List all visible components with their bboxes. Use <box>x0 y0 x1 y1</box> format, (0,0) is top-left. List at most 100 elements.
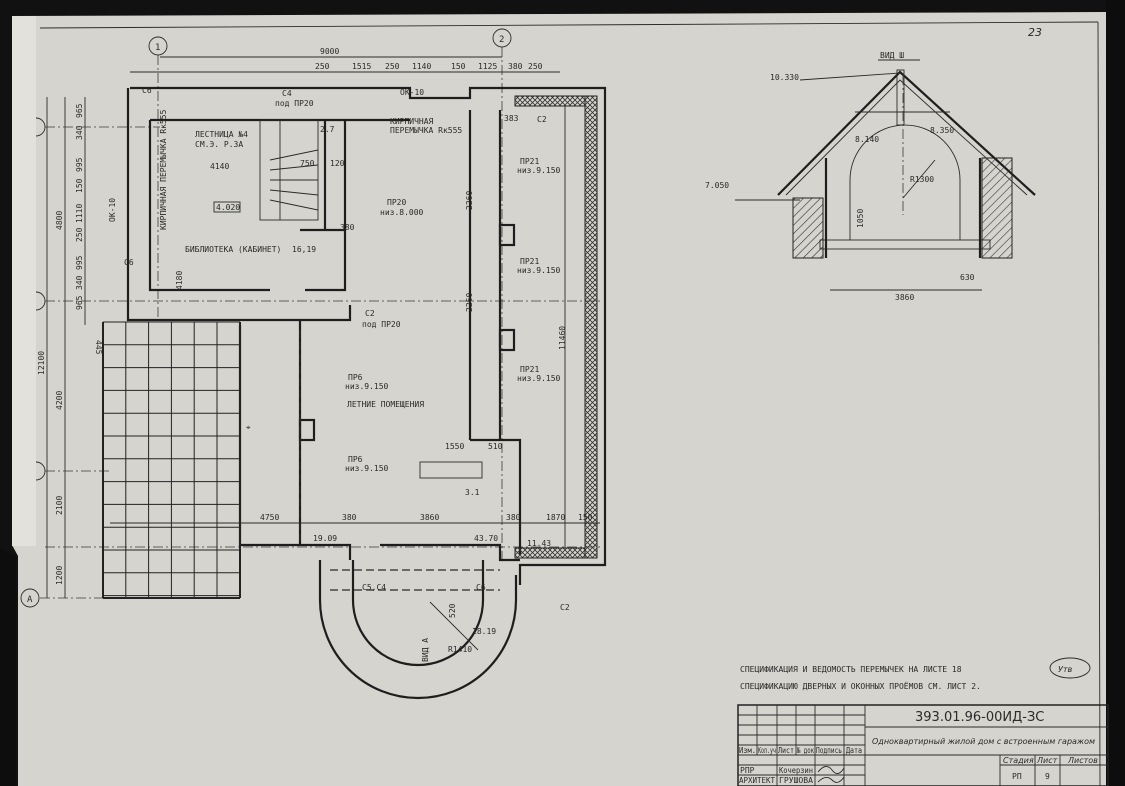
plan-labels: С6 С4 под ПР20 ОК-10 КИРПИЧНАЯ ПЕРЕМЫЧКА… <box>108 86 600 662</box>
label-c2: С2 <box>365 309 375 318</box>
stage-label: Стадия <box>1003 756 1034 765</box>
label-ok10-side: ОК-10 <box>108 198 117 222</box>
dim-total: 4200 <box>55 391 64 410</box>
dim-11460: 11460 <box>558 326 567 350</box>
area-label: 19.09 <box>313 534 337 543</box>
dim-total: 2100 <box>55 496 64 515</box>
label-radius: R1410 <box>448 645 472 654</box>
dim-520: 520 <box>448 603 457 618</box>
label-c6: С6 <box>124 258 134 267</box>
left-dims: 965 340 995 150 1110 250 995 340 965 445… <box>37 103 103 585</box>
area-label: 2.7 <box>320 125 335 134</box>
label-pr21: ПР21 <box>520 257 539 266</box>
label-pr21-level: низ.9.150 <box>517 266 561 275</box>
axis-markers: 1 2 А <box>20 28 600 608</box>
dim-left: 1110 <box>75 204 84 223</box>
paper-fold <box>12 16 36 546</box>
dim-2260: 2260 <box>465 191 474 210</box>
label-under-pr20: под ПР20 <box>275 99 314 108</box>
dormer-level: 8.140 <box>855 135 879 144</box>
label-brick-lintel: КИРПИЧНАЯ <box>390 117 434 126</box>
dim-left: 965 <box>75 103 84 118</box>
column-header: № док <box>796 746 814 755</box>
dormer-width: 3860 <box>895 293 914 302</box>
dim-total: 1200 <box>55 566 64 585</box>
label-brick-lintel: ПЕРЕМЫЧКА Rк555 <box>390 126 462 135</box>
row-name: Кочерзин <box>779 766 813 775</box>
label-c6: С6 <box>476 583 486 592</box>
drawing-code: 393.01.96-00ИД-ЗС <box>915 710 1044 725</box>
label-c2-sub: под ПР20 <box>362 320 401 329</box>
dim-380: 380 <box>506 513 521 522</box>
dim-total: 4800 <box>55 211 64 230</box>
dim-4140: 4140 <box>210 162 229 171</box>
label-c2: С2 <box>560 603 570 612</box>
label-c5-c4: С5,С4 <box>362 583 386 592</box>
column-header: Изм. <box>739 746 756 755</box>
dim-left: 445 <box>94 340 103 355</box>
dim-top: 250 <box>385 62 400 71</box>
dim-top: 380 <box>508 62 523 71</box>
dormer-radius: R1300 <box>910 175 934 184</box>
row-role: АРХИТЕКТ <box>739 776 775 785</box>
title-block: Изм. Кол.уч Лист № док Подпись Дата РПР … <box>737 704 1109 786</box>
dim-left: 250 <box>75 227 84 242</box>
dormer-offset: 630 <box>960 273 975 282</box>
dim-left: 150 <box>75 178 84 193</box>
sheet-label: Лист <box>1036 756 1058 765</box>
paper <box>12 12 1112 786</box>
dim-top: 150 <box>451 62 466 71</box>
label-summer-rooms: ЛЕТНИЕ ПОМЕЩЕНИЯ <box>347 400 424 409</box>
sheet-value: 9 <box>1045 772 1050 781</box>
sheets-label: Листов <box>1067 756 1098 765</box>
dormer-level: 10.330 <box>770 73 799 82</box>
note-line: СПЕЦИФИКАЦИЮ ДВЕРНЫХ И ОКОННЫХ ПРОЁМОВ С… <box>740 681 981 691</box>
label-stair-ref: СМ.Э. Р.ЗА <box>195 140 243 149</box>
library-area: 16,19 <box>292 245 316 254</box>
area-label: 43.70 <box>474 534 498 543</box>
dim-150: 150 <box>578 513 593 522</box>
label-pr6-level: низ.9.150 <box>345 464 389 473</box>
dimension-lines <box>46 56 560 598</box>
dim-380: 380 <box>342 513 357 522</box>
label-library: БИБЛИОТЕКА (КАБИНЕТ) <box>185 245 281 254</box>
label-pr21-level: низ.9.150 <box>517 374 561 383</box>
dark-edge <box>1106 0 1125 786</box>
signature <box>817 766 845 783</box>
axis-1-label: 1 <box>155 43 160 53</box>
column-header: Кол.уч <box>758 746 776 755</box>
mark-31: 3.1 <box>465 488 480 497</box>
area-label: 11.43 <box>527 539 551 548</box>
dormer-section: ВИД Ш 10.330 8.140 8.350 7.050 R1300 105… <box>705 51 1036 302</box>
dormer-title: ВИД Ш <box>880 51 904 60</box>
dim-top: 1515 <box>352 62 371 71</box>
dim-left: 995 <box>75 157 84 172</box>
dim-750: 750 <box>300 159 315 168</box>
dim-4180: 4180 <box>175 271 184 290</box>
note-line: СПЕЦИФИКАЦИЯ И ВЕДОМОСТЬ ПЕРЕМЫЧЕК НА ЛИ… <box>740 665 962 674</box>
label-c2: С2 <box>537 115 547 124</box>
dim-120: 120 <box>330 159 345 168</box>
label-pr6-level: низ.9.150 <box>345 382 389 391</box>
column-header: Лист <box>778 746 794 755</box>
dark-corner <box>0 548 16 786</box>
label-pr6: ПР6 <box>348 373 363 382</box>
dormer-level: 7.050 <box>705 181 729 190</box>
area-label: 18.19 <box>472 627 496 636</box>
label-pr20: ПР20 <box>387 198 406 207</box>
dim-4750: 4750 <box>260 513 279 522</box>
label-c6: С6 <box>142 86 152 95</box>
label-ok10: ОК-10 <box>400 88 424 97</box>
dim-top: 1125 <box>478 62 497 71</box>
page-number: 23 <box>1028 26 1042 39</box>
label-pr21-level: низ.9.150 <box>517 166 561 175</box>
axis-a-label: А <box>27 595 33 605</box>
stage-value: РП <box>1012 772 1022 781</box>
dormer-height: 1050 <box>856 209 865 228</box>
label-stair: ЛЕСТНИЦА №4 <box>195 130 248 139</box>
label-pr21: ПР21 <box>520 365 539 374</box>
project-title: Одноквартирный жилой дом с встроенным га… <box>872 737 1095 746</box>
dim-3860: 3860 <box>420 513 439 522</box>
dim-510: 510 <box>488 442 503 451</box>
